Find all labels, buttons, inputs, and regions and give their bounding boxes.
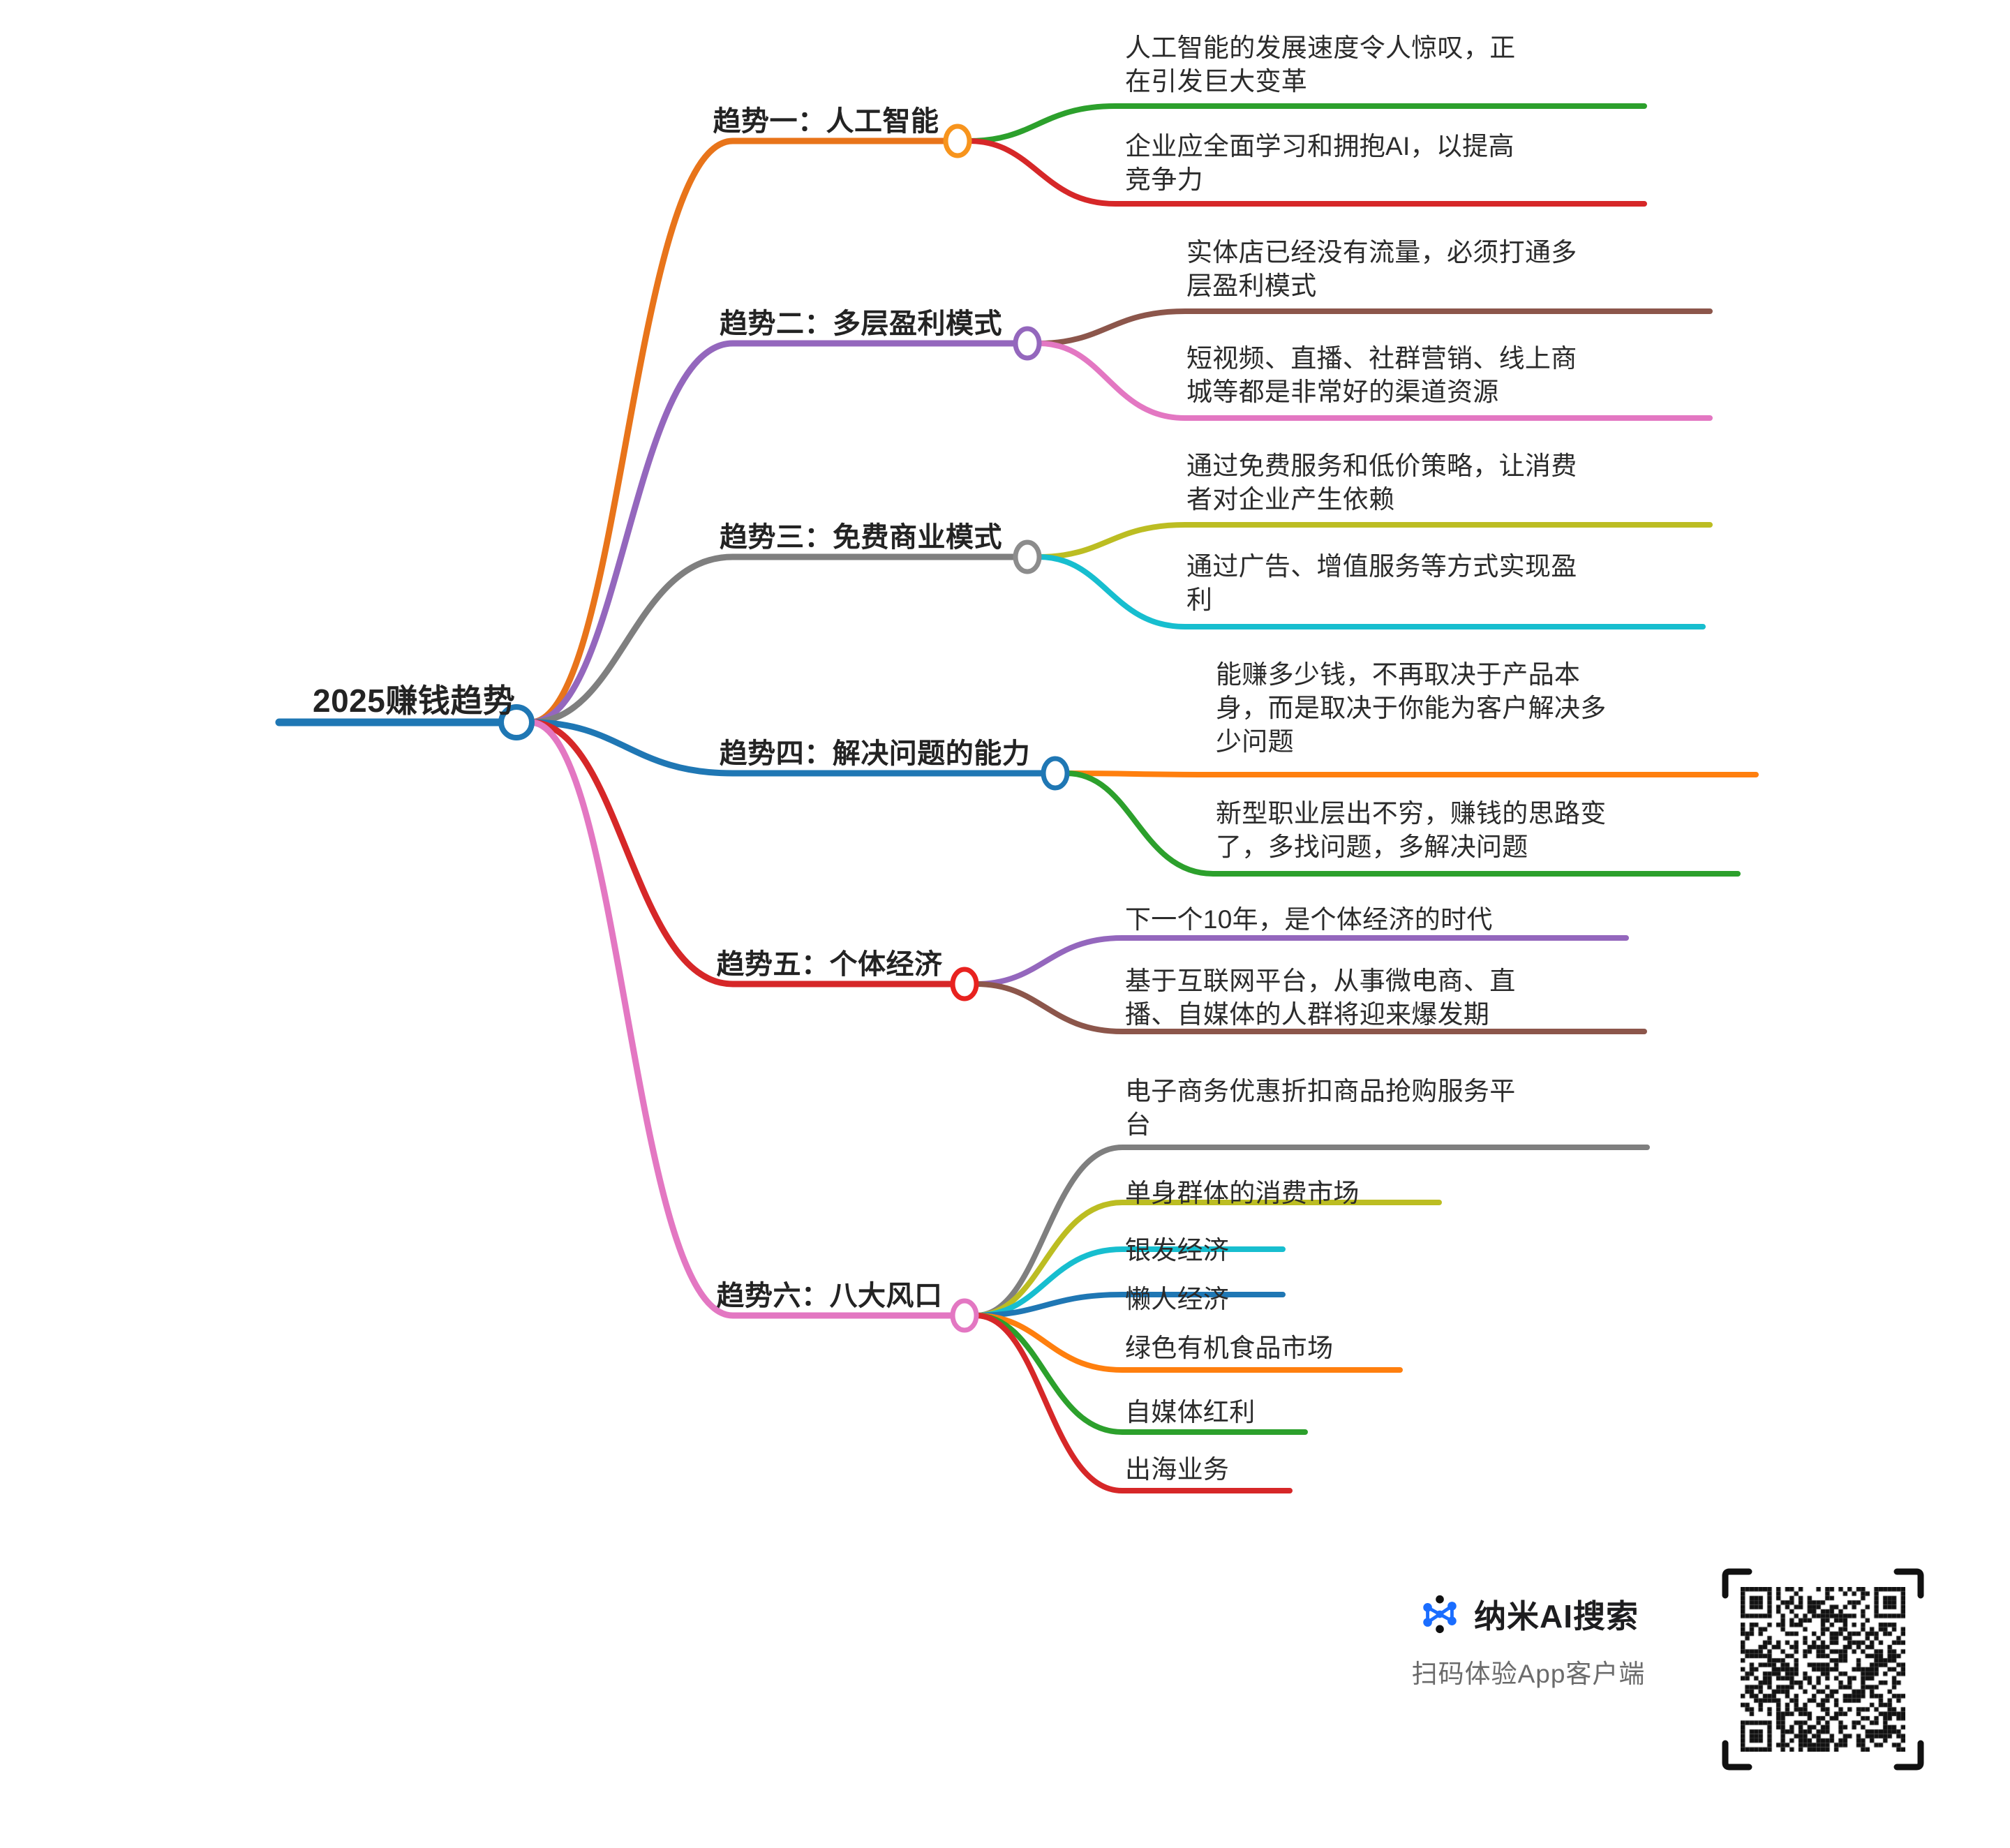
brand-tagline: 扫码体验App客户端 (1411, 1660, 1646, 1688)
brand-row: 纳米AI搜索 (1382, 1591, 1675, 1637)
qr-corner-frame (1722, 1568, 1924, 1771)
qr-bitmap (1741, 1587, 1905, 1752)
brand-block: 纳米AI搜索 扫码体验App客户端 (1382, 1591, 1675, 1690)
brand-name: 纳米AI搜索 (1474, 1598, 1639, 1634)
qr-code[interactable] (1718, 1565, 1928, 1774)
nami-ai-logo-icon (1423, 1595, 1457, 1634)
